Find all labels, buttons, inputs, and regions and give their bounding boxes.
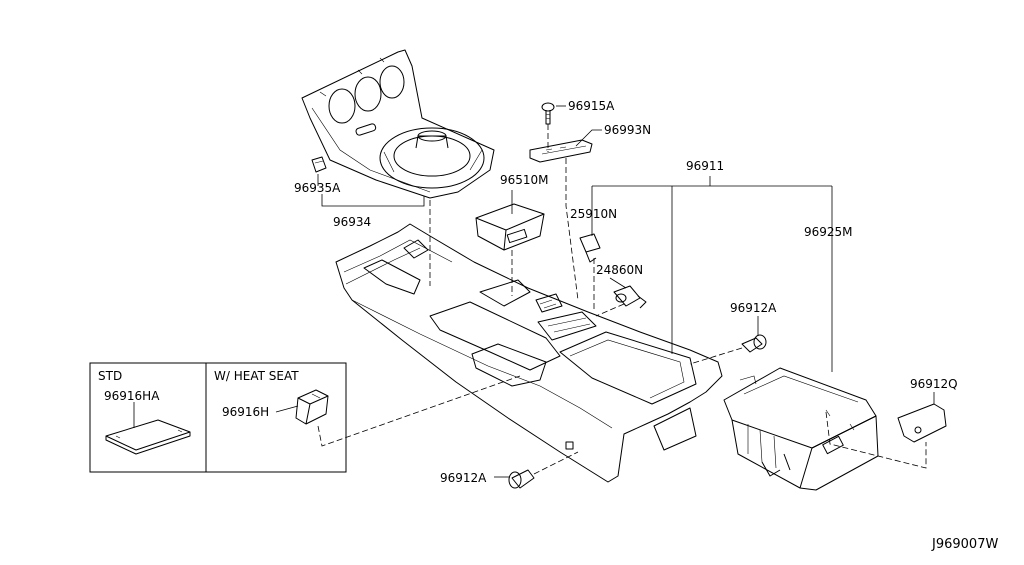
- diagram-code: J969007W: [931, 537, 998, 552]
- label-25910N: 25910N: [570, 207, 617, 221]
- label-96510M: 96510M: [500, 173, 549, 187]
- label-heat-seat: W/ HEAT SEAT: [214, 369, 299, 383]
- switch-96916H-part: [275, 389, 329, 425]
- label-96915A: 96915A: [568, 99, 615, 113]
- label-96911: 96911: [686, 159, 724, 173]
- label-96916HA: 96916HA: [104, 389, 160, 403]
- shift-finisher-part: [301, 49, 495, 199]
- console-body-part: [335, 223, 723, 483]
- label-96912A-bottom: 96912A: [440, 471, 487, 485]
- clip-96935A-part: [311, 156, 327, 173]
- label-96993N: 96993N: [604, 123, 651, 137]
- variant-box: [89, 362, 347, 473]
- label-96912Q: 96912Q: [910, 377, 958, 391]
- storage-box-96925M-part: [723, 367, 879, 491]
- label-96934: 96934: [333, 215, 371, 229]
- label-96912A-top: 96912A: [730, 301, 777, 315]
- fastener-96912A-top-part: [741, 334, 767, 353]
- label-96925M: 96925M: [804, 225, 853, 239]
- cover-96916HA-part: [105, 402, 191, 455]
- fastener-96912A-bottom-part: [508, 469, 535, 489]
- bracket-96993N-part: [529, 139, 593, 163]
- switch-24860N-part: [613, 285, 647, 309]
- lid-96510M-part: [475, 203, 545, 251]
- bolt-96915A-part: [541, 102, 555, 125]
- leader-lines: [317, 105, 935, 478]
- clip-25910N-part: [579, 233, 601, 263]
- label-96935A: 96935A: [294, 181, 341, 195]
- label-24860N: 24860N: [596, 263, 643, 277]
- part-labels: 96915A 96993N 96911 96510M 25910N 96935A…: [98, 99, 998, 552]
- cap-96912Q-part: [897, 403, 947, 443]
- label-std: STD: [98, 369, 122, 383]
- label-96916H: 96916H: [222, 405, 269, 419]
